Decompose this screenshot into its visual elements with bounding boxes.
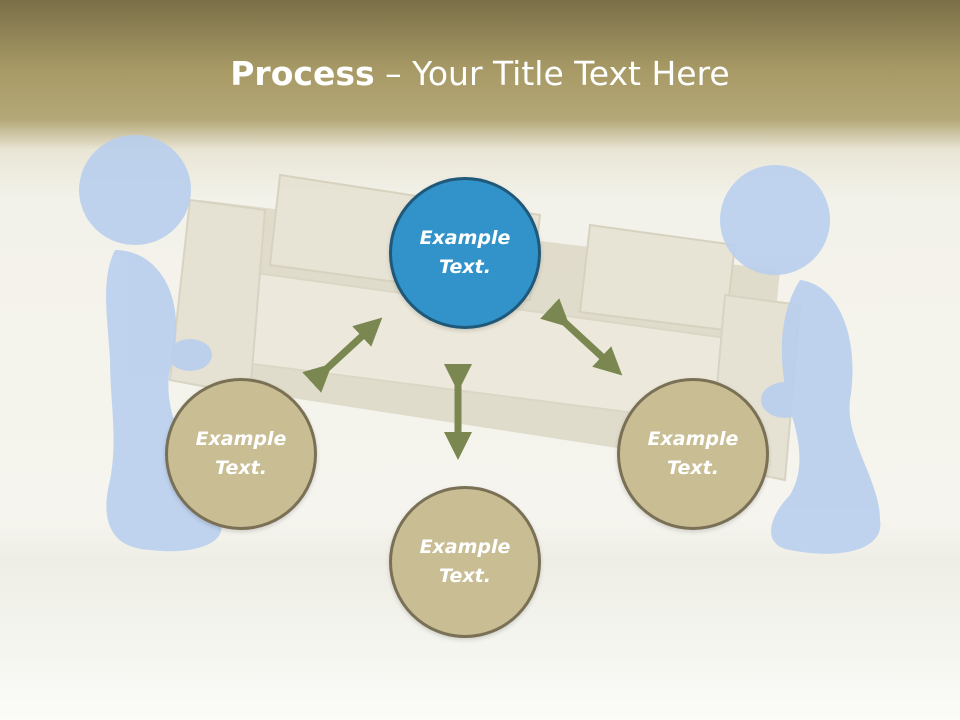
node-left-label: Example Text. bbox=[195, 428, 287, 479]
node-right: Example Text. bbox=[617, 378, 769, 530]
node-left: Example Text. bbox=[165, 378, 317, 530]
node-bottom-label: Example Text. bbox=[419, 536, 511, 587]
title-rest: – Your Title Text Here bbox=[374, 54, 730, 93]
slide-title: Process – Your Title Text Here bbox=[0, 52, 960, 96]
node-right-label: Example Text. bbox=[647, 428, 739, 479]
right-figure-illustration bbox=[720, 165, 881, 554]
node-center: Example Text. bbox=[389, 177, 541, 329]
node-center-label: Example Text. bbox=[419, 227, 511, 278]
title-bold: Process bbox=[230, 54, 375, 93]
arrow-right bbox=[540, 298, 623, 376]
node-bottom: Example Text. bbox=[389, 486, 541, 638]
arrow-left bbox=[302, 317, 383, 393]
